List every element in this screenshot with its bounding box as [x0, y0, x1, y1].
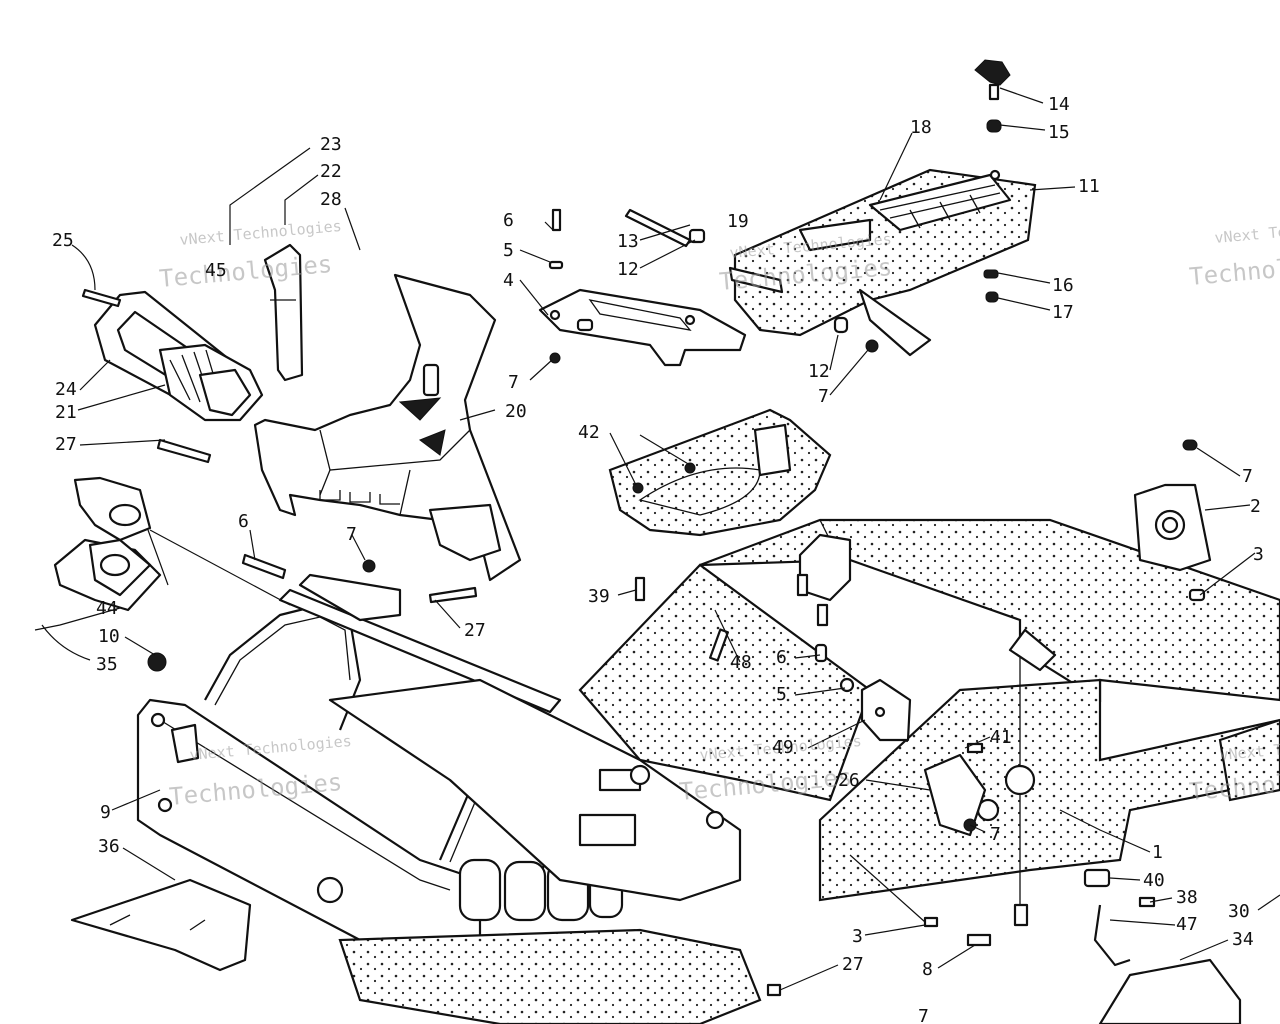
callout-16: 16 [1052, 275, 1074, 296]
callout-38: 38 [1176, 887, 1198, 908]
callout-7: 7 [508, 372, 519, 393]
shield-panel [263, 243, 304, 382]
callout-18: 18 [910, 117, 932, 138]
callout-7f: 7 [918, 1006, 929, 1024]
callout-36: 36 [98, 836, 120, 857]
boot-assembly [93, 290, 264, 422]
callout-27: 27 [55, 434, 77, 455]
callout-27c: 27 [842, 954, 864, 975]
leader-lines [34, 87, 1280, 991]
callout-17: 17 [1052, 302, 1074, 323]
callout-12b: 12 [808, 361, 830, 382]
watermark-line2: Technologies [1188, 248, 1280, 291]
callout-15: 15 [1048, 122, 1070, 143]
callout-34: 34 [1232, 929, 1254, 950]
callout-24: 24 [55, 379, 77, 400]
callout-2: 2 [1250, 496, 1261, 517]
callout-6: 6 [503, 210, 514, 231]
callout-1: 1 [1152, 842, 1163, 863]
callout-28: 28 [320, 189, 342, 210]
callout-8: 8 [922, 959, 933, 980]
callout-27b: 27 [464, 620, 486, 641]
callout-49: 49 [772, 737, 794, 758]
cover-42 [608, 408, 832, 537]
callout-44: 44 [96, 598, 118, 619]
flap-plates [53, 476, 162, 612]
callout-40: 40 [1143, 870, 1165, 891]
callout-13: 13 [617, 231, 639, 252]
callout-7e: 7 [990, 824, 1001, 845]
front-bumper-frame [136, 573, 762, 1024]
callout-14: 14 [1048, 94, 1070, 115]
callout-7b: 7 [818, 386, 829, 407]
callout-41: 41 [990, 727, 1012, 748]
callout-5b: 5 [776, 684, 787, 705]
callout-39: 39 [588, 586, 610, 607]
fasteners [81, 208, 1206, 997]
hood-support [253, 273, 522, 582]
clip-assembly [966, 868, 1242, 1024]
callout-48: 48 [730, 652, 752, 673]
bracket-2 [1133, 439, 1212, 572]
callout-3: 3 [1253, 544, 1264, 565]
watermark-brand: vNext Technologies [1214, 215, 1280, 247]
callout-12: 12 [617, 259, 639, 280]
callout-22: 22 [320, 161, 342, 182]
chassis-frame [578, 518, 1280, 920]
callout-10: 10 [98, 626, 120, 647]
bracket-49 [860, 678, 987, 837]
callout-5: 5 [503, 240, 514, 261]
callout-3b: 3 [852, 926, 863, 947]
callout-47: 47 [1176, 914, 1198, 935]
callout-4: 4 [503, 270, 514, 291]
callout-35: 35 [96, 654, 118, 675]
callout-7c: 7 [1242, 466, 1253, 487]
callout-21: 21 [55, 402, 77, 423]
callout-6c: 6 [776, 647, 787, 668]
watermark-brand: vNext Technologies [179, 217, 343, 249]
callout-11: 11 [1078, 176, 1100, 197]
callout-45: 45 [205, 260, 227, 281]
plate-36 [70, 878, 252, 972]
callout-23: 23 [320, 134, 342, 155]
bracket-4 [538, 288, 747, 367]
callouts: 23 22 28 25 45 24 21 27 20 6 5 4 7 13 12… [52, 94, 1264, 1024]
callout-20: 20 [505, 401, 527, 422]
watermark-line2: Technologies [158, 250, 333, 293]
knob-14 [974, 59, 1011, 303]
footrest-11 [728, 168, 1037, 357]
callout-9: 9 [100, 802, 111, 823]
callout-7d: 7 [346, 524, 357, 545]
callout-42: 42 [578, 422, 600, 443]
callout-26: 26 [838, 770, 860, 791]
callout-19: 19 [727, 211, 749, 232]
callout-6b: 6 [238, 511, 249, 532]
callout-25: 25 [52, 230, 74, 251]
callout-30: 30 [1228, 901, 1250, 922]
